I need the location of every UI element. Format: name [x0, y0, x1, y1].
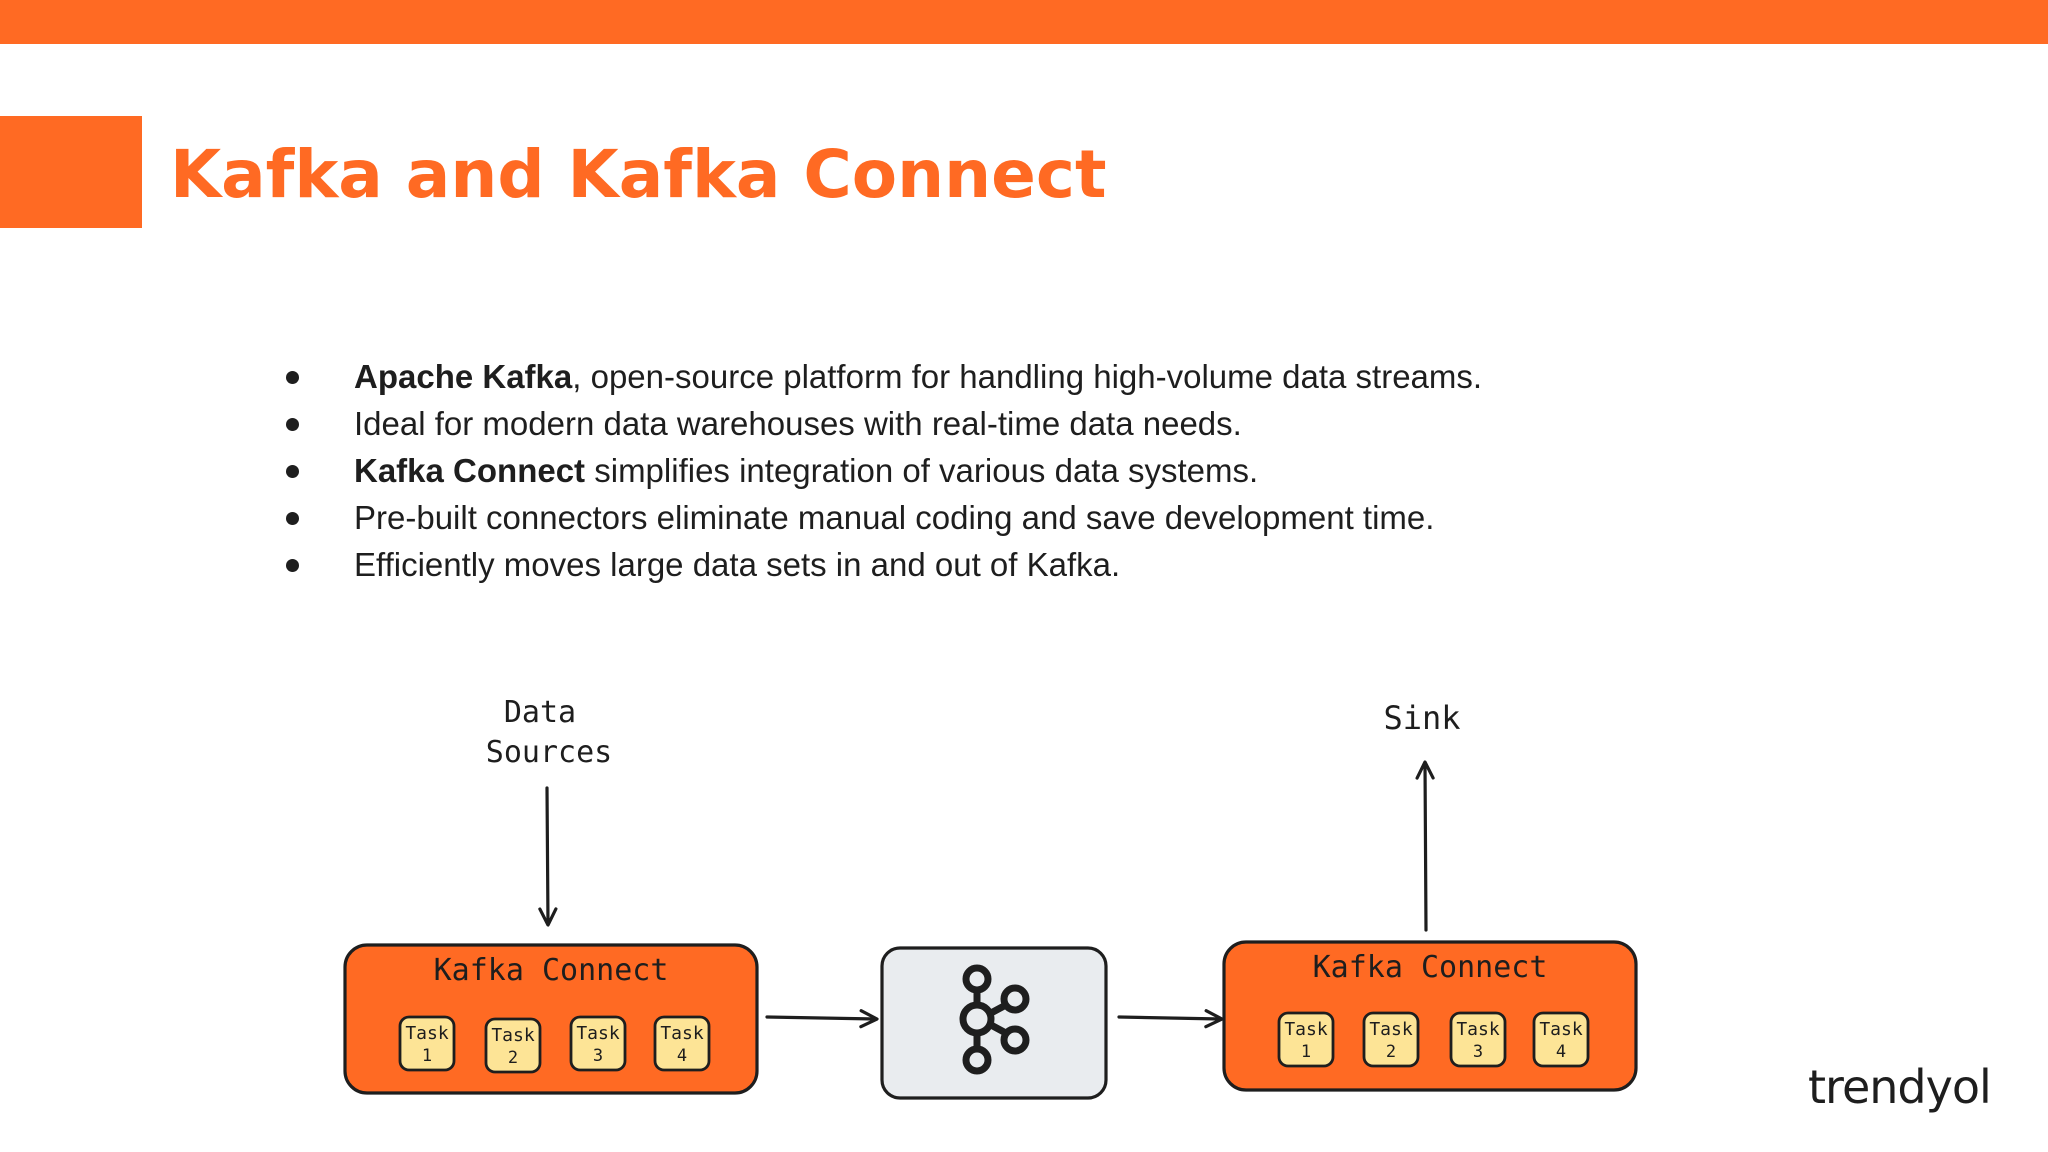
bullet-text: Ideal for modern data warehouses with re…: [354, 405, 1242, 442]
task-number: 2: [508, 1048, 518, 1068]
task-label: Task: [660, 1023, 704, 1044]
kafka-connect-left: Kafka Connect Task 1 Task 2 Task 3 Task …: [343, 943, 759, 1095]
slide-title: Kafka and Kafka Connect: [170, 136, 1107, 213]
task-box: Task 1: [1277, 1011, 1335, 1068]
task-box: Task 2: [1362, 1011, 1420, 1068]
brand-logo: trendyol: [1808, 1060, 1992, 1114]
flow-arrow-to-connect: [1117, 1009, 1224, 1029]
bullet-text: , open-source platform for handling high…: [572, 358, 1483, 395]
task-box: Task 4: [653, 1015, 711, 1072]
bullet-dot: [286, 512, 299, 525]
bullet-dot: [286, 418, 299, 431]
sink-arrow: [1415, 760, 1435, 932]
kafka-broker: [880, 946, 1108, 1100]
title-accent-block: [0, 116, 142, 228]
bullet-list: Apache Kafka, open-source platform for h…: [278, 353, 1482, 588]
bullet-dot: [286, 559, 299, 572]
bullet-item: Apache Kafka, open-source platform for h…: [278, 353, 1482, 400]
kafka-logo-icon: [959, 964, 1030, 1075]
bullet-item: Kafka Connect simplifies integration of …: [278, 447, 1482, 494]
data-sources-label: Data: [504, 695, 576, 730]
bullet-item: Pre-built connectors eliminate manual co…: [278, 494, 1482, 541]
bullet-text: Pre-built connectors eliminate manual co…: [354, 499, 1435, 536]
task-number: 1: [422, 1046, 432, 1066]
kafka-connect-right-title: Kafka Connect: [1313, 950, 1548, 985]
task-label: Task: [1456, 1019, 1500, 1040]
task-label: Task: [576, 1023, 620, 1044]
task-label: Task: [1539, 1019, 1583, 1040]
task-box: Task 4: [1532, 1011, 1590, 1068]
data-sources-label: Sources: [486, 735, 612, 770]
task-box: Task 2: [484, 1017, 542, 1074]
bullet-item: Efficiently moves large data sets in and…: [278, 541, 1482, 588]
data-sources-arrow: [538, 786, 558, 927]
bullet-bold: Apache Kafka: [354, 358, 573, 395]
task-label: Task: [1369, 1019, 1413, 1040]
bullet-dot: [286, 371, 299, 384]
task-number: 2: [1386, 1042, 1396, 1062]
top-accent-bar: [0, 0, 2048, 44]
task-number: 3: [1473, 1042, 1483, 1062]
task-label: Task: [405, 1023, 449, 1044]
bullet-item: Ideal for modern data warehouses with re…: [278, 400, 1482, 447]
bullet-text: simplifies integration of various data s…: [585, 452, 1259, 489]
task-number: 4: [677, 1046, 687, 1066]
task-number: 1: [1301, 1042, 1311, 1062]
task-label: Task: [1284, 1019, 1328, 1040]
bullet-text: Efficiently moves large data sets in and…: [354, 546, 1121, 583]
task-label: Task: [491, 1025, 535, 1046]
task-box: Task 3: [1449, 1011, 1507, 1068]
task-box: Task 1: [398, 1015, 456, 1072]
task-box: Task 3: [569, 1015, 627, 1072]
task-number: 4: [1556, 1042, 1566, 1062]
bullet-dot: [286, 465, 299, 478]
flow-arrow-to-kafka: [765, 1009, 879, 1029]
sink-label: Sink: [1383, 699, 1460, 737]
bullet-bold: Kafka Connect: [354, 452, 586, 489]
kafka-connect-right: Kafka Connect Task 1 Task 2 Task 3 Task …: [1222, 940, 1638, 1092]
kafka-connect-left-title: Kafka Connect: [434, 953, 669, 988]
task-number: 3: [593, 1046, 603, 1066]
